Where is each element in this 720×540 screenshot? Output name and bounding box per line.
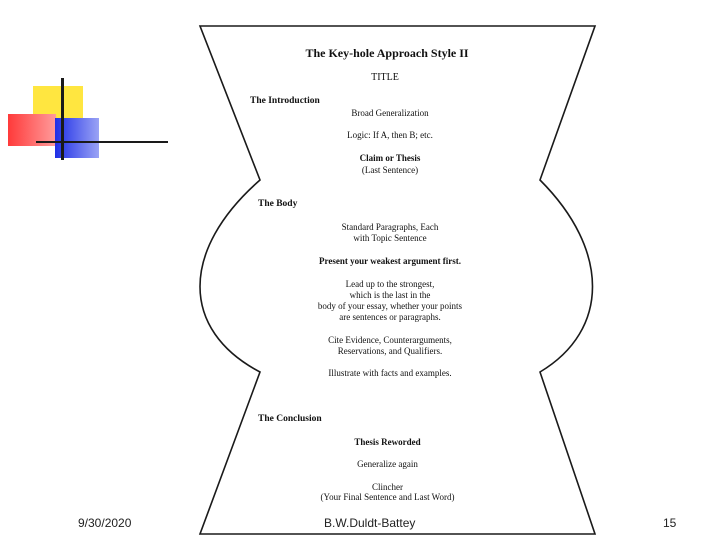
body-item: are sentences or paragraphs. bbox=[339, 312, 441, 322]
conclusion-label: The Conclusion bbox=[258, 414, 322, 424]
conclusion-item: Clincher bbox=[372, 482, 403, 492]
conclusion-item: Thesis Reworded bbox=[354, 437, 421, 447]
intro-item: Logic: If A, then B; etc. bbox=[347, 130, 433, 140]
conclusion-item: Generalize again bbox=[357, 459, 418, 469]
diagram-title-label: TITLE bbox=[371, 72, 399, 83]
conclusion-item: (Your Final Sentence and Last Word) bbox=[320, 492, 455, 502]
decor-vertical-line bbox=[61, 78, 64, 160]
decor-red-square bbox=[8, 114, 56, 146]
diagram-heading: The Key-hole Approach Style II bbox=[305, 46, 469, 60]
body-label: The Body bbox=[258, 199, 298, 209]
keyhole-shape bbox=[198, 25, 597, 535]
body-item: body of your essay, whether your points bbox=[317, 301, 463, 311]
introduction-label: The Introduction bbox=[250, 96, 320, 106]
intro-item: Claim or Thesis bbox=[359, 153, 421, 163]
body-item: Present your weakest argument first. bbox=[319, 256, 461, 266]
slide-author: B.W.Duldt-Battey bbox=[324, 516, 416, 530]
slide-date: 9/30/2020 bbox=[78, 516, 132, 530]
slide-page-number: 15 bbox=[663, 516, 677, 530]
body-item: which is the last in the bbox=[349, 290, 431, 300]
decor-horizontal-line bbox=[36, 141, 168, 143]
body-item: Lead up to the strongest, bbox=[345, 279, 435, 289]
body-item: Reservations, and Qualifiers. bbox=[337, 346, 443, 356]
body-item: with Topic Sentence bbox=[353, 233, 427, 243]
body-item: Illustrate with facts and examples. bbox=[328, 368, 452, 378]
body-item: Standard Paragraphs, Each bbox=[341, 222, 439, 232]
intro-item: (Last Sentence) bbox=[361, 165, 419, 175]
body-item: Cite Evidence, Counterarguments, bbox=[328, 335, 452, 345]
intro-item: Broad Generalization bbox=[351, 108, 429, 118]
